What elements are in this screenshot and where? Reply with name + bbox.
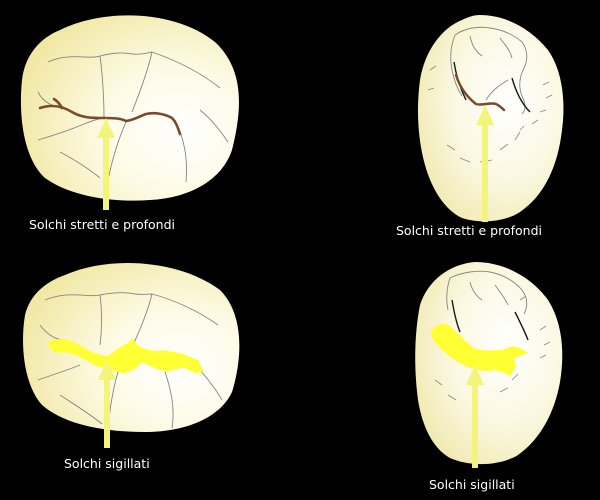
premolar-sealed: [415, 262, 563, 468]
molar-unsealed: [20, 15, 239, 210]
premolar-cusp-outlines: [450, 26, 528, 115]
narrow-deep-grooves: [38, 97, 182, 136]
premolar-slope-lines: [451, 299, 529, 341]
groove-sealant: [48, 338, 204, 373]
caption-bottom-left: Solchi sigillati: [64, 456, 150, 471]
arrow: [98, 360, 116, 448]
caption-bottom-right: Solchi sigillati: [429, 477, 515, 492]
premolar-unsealed: [417, 15, 564, 222]
molar-crown: [20, 15, 239, 201]
arrow: [476, 105, 494, 222]
molar-sealed: [23, 263, 240, 448]
arrow: [466, 365, 484, 468]
groove-sealant: [431, 323, 528, 376]
narrow-deep-grooves: [454, 73, 506, 112]
caption-top-left: Solchi stretti e profondi: [29, 217, 175, 232]
premolar-cusp-outlines: [446, 270, 528, 315]
arrow: [97, 118, 115, 210]
caption-top-right: Solchi stretti e profondi: [396, 223, 542, 238]
premolar-marks: [434, 295, 551, 401]
